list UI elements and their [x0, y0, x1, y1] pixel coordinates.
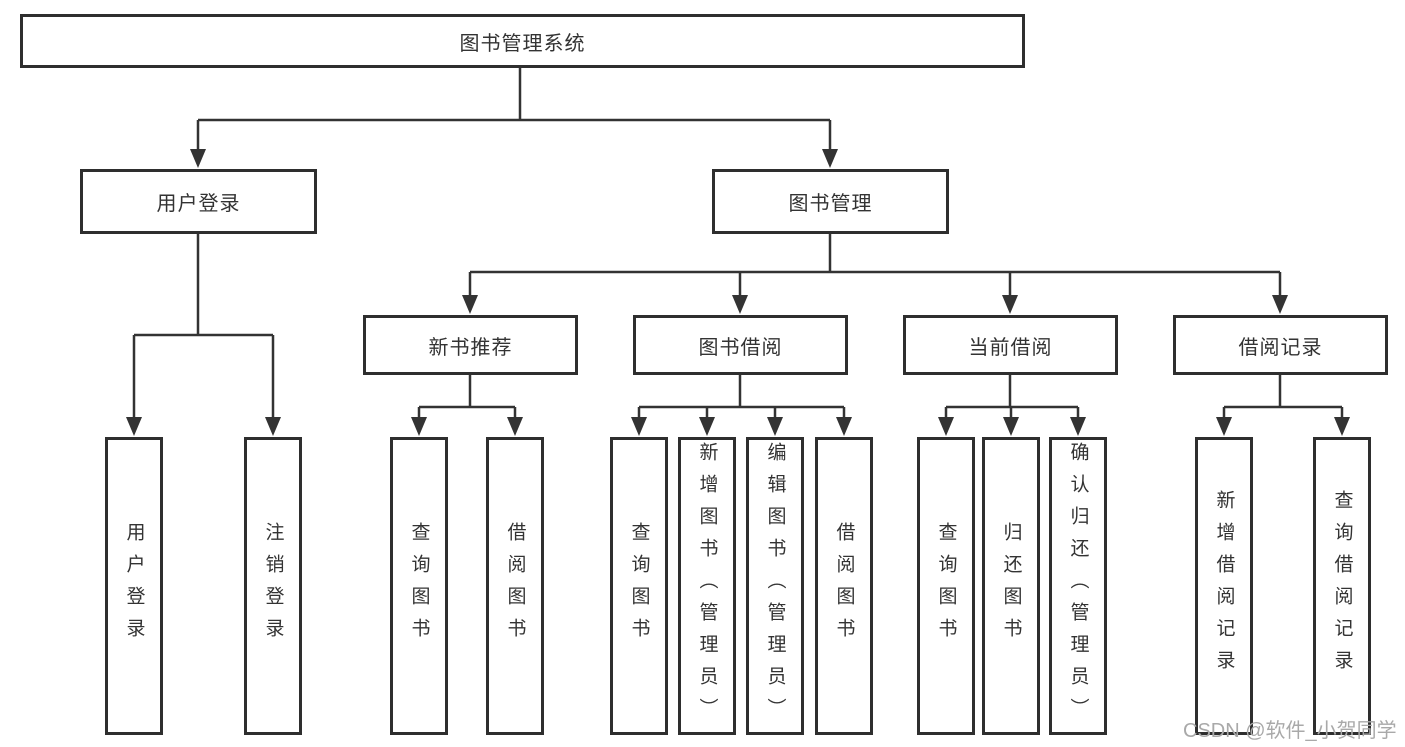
- leaf-newbook-query-books: 查询图书: [390, 437, 448, 735]
- leaf-records-query-record: 查询借阅记录: [1313, 437, 1371, 735]
- leaf-records-add-record: 新增借阅记录: [1195, 437, 1253, 735]
- connector-book-management: [468, 234, 1282, 298]
- connector-borrowing-records: [1222, 375, 1344, 420]
- leaf-logout: 注销登录: [244, 437, 302, 735]
- arrowhead: [1216, 417, 1232, 436]
- arrowhead: [822, 149, 838, 168]
- arrowheads: [126, 149, 1350, 436]
- arrowhead: [699, 417, 715, 436]
- arrowhead: [1002, 295, 1018, 314]
- arrowhead: [938, 417, 954, 436]
- csdn-watermark: CSDN @软件_小贺同学: [1183, 720, 1397, 742]
- node-book-borrowing: 图书借阅: [633, 315, 848, 375]
- node-book-management: 图书管理: [712, 169, 949, 234]
- leaf-current-confirm-return-admin: 确认归还（管理员）: [1049, 437, 1107, 735]
- leaf-borrowing-borrow-books: 借阅图书: [815, 437, 873, 735]
- arrowhead: [126, 417, 142, 436]
- leaf-newbook-borrow-books: 借阅图书: [486, 437, 544, 735]
- arrowhead: [1334, 417, 1350, 436]
- connector-new-book: [417, 375, 517, 420]
- node-user-login: 用户登录: [80, 169, 317, 234]
- leaf-borrowing-query-books: 查询图书: [610, 437, 668, 735]
- connector-current-borrowing: [944, 375, 1080, 420]
- arrowhead: [1003, 417, 1019, 436]
- arrowhead: [1070, 417, 1086, 436]
- leaf-borrowing-add-books-admin: 新增图书（管理员）: [678, 437, 736, 735]
- arrowhead: [190, 149, 206, 168]
- arrowhead: [411, 417, 427, 436]
- arrowhead: [631, 417, 647, 436]
- leaf-current-return-books: 归还图书: [982, 437, 1040, 735]
- node-new-book-recommendation: 新书推荐: [363, 315, 578, 375]
- connector-book-borrowing: [637, 375, 846, 420]
- arrowhead: [836, 417, 852, 436]
- arrowhead: [732, 295, 748, 314]
- leaf-borrowing-edit-books-admin: 编辑图书（管理员）: [746, 437, 804, 735]
- arrowhead: [507, 417, 523, 436]
- leaf-user-login: 用户登录: [105, 437, 163, 735]
- connector-user-login: [132, 234, 275, 420]
- arrowhead: [1272, 295, 1288, 314]
- connector-root-split: [196, 68, 832, 152]
- node-borrowing-records: 借阅记录: [1173, 315, 1388, 375]
- arrowhead: [767, 417, 783, 436]
- node-root: 图书管理系统: [20, 14, 1025, 68]
- arrowhead: [265, 417, 281, 436]
- node-current-borrowing: 当前借阅: [903, 315, 1118, 375]
- leaf-current-query-books: 查询图书: [917, 437, 975, 735]
- arrowhead: [462, 295, 478, 314]
